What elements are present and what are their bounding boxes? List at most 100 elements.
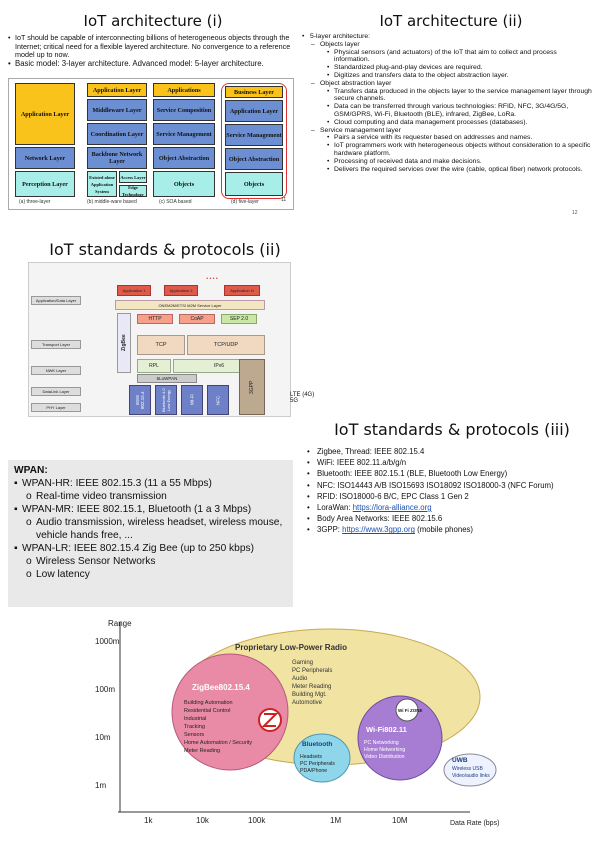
wpan-line: WPAN-HR: IEEE 802.15.3 (11 a 55 Mbps) xyxy=(14,477,287,490)
slide2-item: Transfers data produced in the objects l… xyxy=(302,88,592,104)
d-object-abstraction: Object Abstraction xyxy=(225,148,283,170)
slide4-link[interactable]: https://lora-alliance.org xyxy=(352,503,432,513)
slide4-item: LoraWan: https://lora-alliance.org xyxy=(307,502,597,513)
wifi-item: Video Distribution xyxy=(364,754,405,760)
app2-box: Application 2 xyxy=(164,285,198,296)
slide2-item: Standardized plug-and-play devices are r… xyxy=(302,64,592,72)
a-application-layer: Application Layer xyxy=(15,83,75,145)
architecture-diagram: Application Layer Network Layer Percepti… xyxy=(8,78,294,210)
slide4-item-after: (mobile phones) xyxy=(414,525,474,535)
slide2-item: 5-layer architecture: xyxy=(302,33,592,41)
wpan-line: Real-time video transmission xyxy=(14,490,287,503)
x-axis-label: Data Rate (bps) xyxy=(450,820,499,827)
slide4-item: NFC: ISO14443 A/B ISO15693 ISO18092 ISO1… xyxy=(307,480,597,491)
proprietary-item: Automotive xyxy=(292,700,323,706)
slide4-link[interactable]: https://www.3gpp.org xyxy=(342,525,415,535)
slide2-page-number: 12 xyxy=(572,210,578,216)
d-objects: Objects xyxy=(225,172,283,196)
slide2-item: Processing of received data and make dec… xyxy=(302,158,592,166)
coap-box: CoAP xyxy=(179,314,215,324)
slide4-item-text: Bluetooth: IEEE 802.15.1 (BLE, Bluetooth… xyxy=(317,469,508,479)
zigbee-item: Tracking xyxy=(184,724,205,730)
b-backbone-layer: Backbone Network Layer xyxy=(87,147,147,169)
proprietary-item: Gaming xyxy=(292,660,313,666)
proprietary-item: Meter Reading xyxy=(292,684,331,690)
y-tick-label: 100m xyxy=(95,685,115,694)
slide4-item: RFID: ISO18000-6 B/C, EPC Class 1 Gen 2 xyxy=(307,491,597,502)
zigbee-item: Residential Control xyxy=(184,708,230,714)
dots: • • • • xyxy=(206,276,218,282)
c-service-composition: Service Composition xyxy=(153,99,215,121)
ieee-box: IEEE 802.15.4 xyxy=(129,385,151,415)
slide2-bullets: 5-layer architecture:Objects layerPhysic… xyxy=(302,33,592,173)
bluetooth-item: Headsets xyxy=(300,754,322,760)
proprietary-item: Building Mgt. xyxy=(292,692,327,698)
slide4-item-text: LoraWan: xyxy=(317,503,353,513)
slide4-bullets: Zigbee, Thread: IEEE 802.15.4WiFi: IEEE … xyxy=(307,446,597,536)
slide2-title: IoT architecture (ii) xyxy=(379,12,523,30)
c-object-abstraction: Object Abstraction xyxy=(153,147,215,169)
slide4-item: Bluetooth: IEEE 802.15.1 (BLE, Bluetooth… xyxy=(307,468,597,479)
bluetooth-region xyxy=(293,733,351,783)
slide4-item-text: RFID: ISO18000-6 B/C, EPC Class 1 Gen 2 xyxy=(317,491,469,501)
slide4-item: Body Area Networks: IEEE 802.15.6 xyxy=(307,513,597,524)
slide2-item: Physical sensors (and actuators) of the … xyxy=(302,49,592,65)
onem2m-box: ONEM2M/ETSI M2M Service Layer xyxy=(115,300,265,310)
tcp-box: TCP xyxy=(137,335,185,355)
slide2-item: Service management layer xyxy=(302,127,592,135)
zigbee-region xyxy=(171,653,289,771)
slide4-title: IoT standards & protocols (iii) xyxy=(334,420,570,439)
lowpan-box: 6LoWPAN xyxy=(137,374,197,383)
caption-d: (d) five-layer xyxy=(231,199,259,205)
zigbee-item: Sensors xyxy=(184,732,204,738)
3gpp-box: 3GPP xyxy=(239,359,265,415)
d-application-layer: Application Layer xyxy=(225,100,283,122)
caption-a: (a) three-layer xyxy=(19,199,51,205)
x-tick-label: 100k xyxy=(248,816,266,825)
app3-box: Application N xyxy=(224,285,260,296)
proprietary-item: Audio xyxy=(292,676,308,682)
zigbee-z-icon xyxy=(261,713,279,727)
slide2-item: Object abstraction layer xyxy=(302,80,592,88)
zigbee-item: Building Automation xyxy=(184,700,233,706)
slide4-item-text: WiFi: IEEE 802.11.a/b/g/n xyxy=(317,458,407,468)
uwb-region xyxy=(443,753,497,787)
x-tick-label: 1k xyxy=(144,816,153,825)
slide4-item: Zigbee, Thread: IEEE 802.15.4 xyxy=(307,446,597,457)
zigbee-label: ZigBee802.15.4 xyxy=(192,683,250,692)
b-middleware-layer: Middleware Layer xyxy=(87,99,147,121)
d-service-management: Service Management xyxy=(225,124,283,146)
zigbee-item: Industrial xyxy=(184,716,206,722)
wifi-logo-text: Wi Fi ZONE xyxy=(398,708,422,713)
wpan-heading: WPAN: xyxy=(14,465,48,476)
phy-layer: PHY Layer xyxy=(31,403,81,412)
b-access-layer: Access Layer xyxy=(119,171,147,183)
wifi-item: PC Networking xyxy=(364,740,399,746)
wifi-box: Wi-Fi xyxy=(181,385,203,415)
b-application-layer: Application Layer xyxy=(87,83,147,97)
slide2-item: Pairs a service with its requester based… xyxy=(302,134,592,142)
bluetooth-item: PC Peripherals xyxy=(300,761,335,767)
bluetooth-label: Bluetooth xyxy=(302,741,332,748)
nfc-box: NFC xyxy=(207,385,229,415)
slide4-item-text: NFC: ISO14443 A/B ISO15693 ISO18092 ISO1… xyxy=(317,480,554,490)
caption-b: (b) middle-ware based xyxy=(87,199,137,205)
d-business-layer: Business Layer xyxy=(225,86,283,98)
app-data-layer: Application/Data Layer xyxy=(31,296,81,305)
slide2-item: Data can be transferred through various … xyxy=(302,103,592,119)
slide1-bullet: IoT should be capable of interconnecting… xyxy=(8,33,293,60)
proprietary-item: PC Peripherals xyxy=(292,668,332,674)
slide4-item: 3GPP: https://www.3gpp.org (mobile phone… xyxy=(307,524,597,535)
b-coordination-layer: Coordination Layer xyxy=(87,123,147,145)
y-tick-label: 10m xyxy=(95,733,111,742)
a-network-layer: Network Layer xyxy=(15,147,75,169)
wpan-line: WPAN-LR: IEEE 802.15.4 Zig Bee (up to 25… xyxy=(14,542,287,555)
x-tick-label: 10k xyxy=(196,816,210,825)
y-axis-label: Range xyxy=(108,619,132,628)
wifi-item: Home Networking xyxy=(364,747,405,753)
bluetooth-box: Bluetooth 4.0 Low Energy xyxy=(155,385,177,415)
slide4-item: WiFi: IEEE 802.11.a/b/g/n xyxy=(307,457,597,468)
slide1-title: IoT architecture (i) xyxy=(83,12,223,30)
wifi-region xyxy=(357,695,443,781)
http-box: HTTP xyxy=(137,314,173,324)
